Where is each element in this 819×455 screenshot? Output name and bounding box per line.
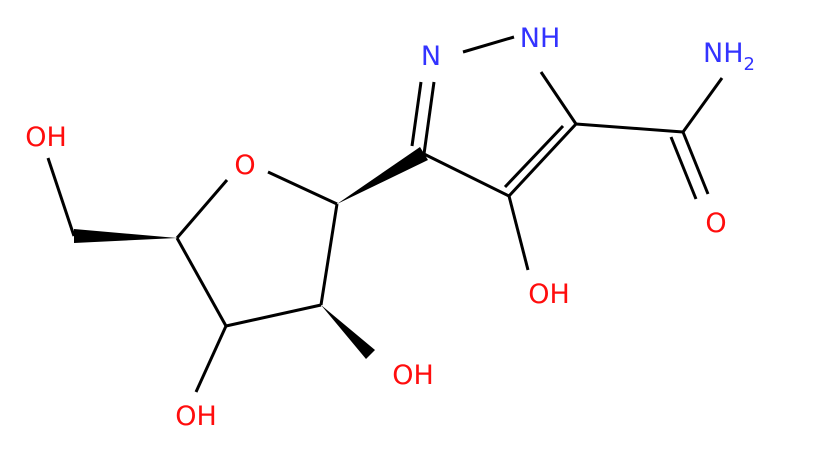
atom-oh-pyrazole: OH (528, 279, 570, 310)
wedge-bonds (74, 147, 428, 359)
atom-oh-ch2: OH (25, 122, 67, 153)
bond-c4-c3ring (175, 237, 228, 327)
bond-camide-o-double (669, 136, 698, 200)
wedge-c4-ch2 (74, 229, 177, 243)
bond-c3-n1 (422, 81, 436, 155)
bonds (46, 35, 724, 393)
bond-c2-c1 (319, 203, 339, 306)
wedge-c2-oh (321, 305, 375, 359)
bond-c5-camide (575, 122, 684, 134)
atom-oh-c2: OH (392, 360, 434, 391)
bond-c4-oh (507, 195, 530, 271)
bond-c5-c4 (507, 122, 578, 198)
atom-o-carbonyl: O (705, 208, 726, 239)
bond-camide-n (681, 77, 724, 133)
atom-labels: N NH NH2 O OH O OH OH OH (25, 23, 755, 432)
atom-nh2-subscript: 2 (744, 54, 755, 75)
bond-ch2-oh (46, 157, 76, 237)
atom-nh2: NH2 (703, 38, 755, 75)
wedge-c1-pyrazole (337, 147, 428, 204)
bond-o-c4 (175, 179, 229, 239)
bond-c3ring-oh (194, 325, 228, 393)
atom-o-ring: O (234, 150, 255, 181)
bond-n2-c5 (539, 71, 578, 125)
bond-camide-o (681, 131, 710, 195)
bond-c1-o (267, 170, 338, 206)
atom-oh-c3: OH (175, 401, 217, 432)
bond-c3-n1-double (410, 81, 423, 147)
bond-c5-c4-double (503, 124, 565, 189)
bond-n1-n2 (462, 35, 515, 54)
bond-c3ring-c2 (225, 303, 322, 328)
atom-n-pyrazole: N (421, 41, 441, 72)
atom-nh-pyrazole: NH (520, 23, 561, 54)
atom-nh2-main: NH (703, 38, 744, 69)
bond-c4-c3 (423, 152, 510, 198)
